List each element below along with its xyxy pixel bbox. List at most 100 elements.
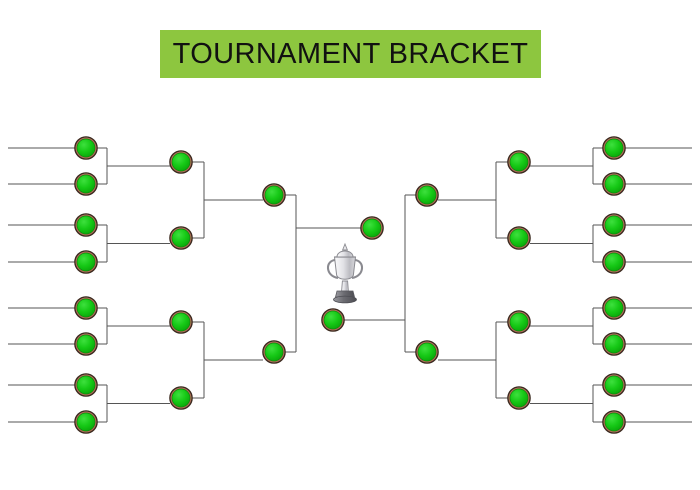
title-banner: TOURNAMENT BRACKET <box>160 30 541 78</box>
node-inner-ring <box>75 251 97 273</box>
node-inner-ring <box>603 333 625 355</box>
node-fill <box>509 312 529 332</box>
node-fill <box>604 334 624 354</box>
node-outer-ring <box>507 226 531 250</box>
bracket-node-R1-8[interactable] <box>602 410 626 434</box>
node-inner-ring <box>603 411 625 433</box>
node-outer-ring <box>602 213 626 237</box>
node-fill <box>76 174 96 194</box>
bracket-node-L1-3[interactable] <box>74 213 98 237</box>
node-outer-ring <box>415 183 439 207</box>
bracket-node-R1-3[interactable] <box>602 213 626 237</box>
node-fill <box>604 174 624 194</box>
bracket-node-L1-1[interactable] <box>74 136 98 160</box>
bracket-node-R3-2[interactable] <box>415 340 439 364</box>
node-inner-ring <box>508 151 530 173</box>
node-fill <box>171 312 191 332</box>
node-fill <box>171 388 191 408</box>
bracket-node-RF-1[interactable] <box>321 308 345 332</box>
node-inner-ring <box>508 311 530 333</box>
bracket-node-R1-7[interactable] <box>602 373 626 397</box>
node-fill <box>76 298 96 318</box>
node-fill <box>417 342 437 362</box>
bracket-node-L1-8[interactable] <box>74 410 98 434</box>
node-outer-ring <box>602 172 626 196</box>
node-inner-ring <box>170 151 192 173</box>
bracket-node-R1-4[interactable] <box>602 250 626 274</box>
node-outer-ring <box>262 340 286 364</box>
node-fill <box>76 375 96 395</box>
node-outer-ring <box>602 410 626 434</box>
bracket-node-L1-5[interactable] <box>74 296 98 320</box>
node-fill <box>76 412 96 432</box>
trophy-handle-right <box>351 258 364 280</box>
node-fill <box>509 228 529 248</box>
bracket-node-L3-1[interactable] <box>262 183 286 207</box>
node-inner-ring <box>361 217 383 239</box>
node-outer-ring <box>507 310 531 334</box>
bracket-node-L2-1[interactable] <box>169 150 193 174</box>
bracket-node-L2-4[interactable] <box>169 386 193 410</box>
bracket-node-L1-7[interactable] <box>74 373 98 397</box>
page-title: TOURNAMENT BRACKET <box>172 37 529 70</box>
bracket-node-L1-4[interactable] <box>74 250 98 274</box>
trophy-finial <box>341 242 349 251</box>
bracket-node-R2-3[interactable] <box>507 310 531 334</box>
bracket-node-L2-2[interactable] <box>169 226 193 250</box>
node-fill <box>76 215 96 235</box>
node-inner-ring <box>322 309 344 331</box>
node-outer-ring <box>169 386 193 410</box>
node-inner-ring <box>170 387 192 409</box>
bracket-node-R2-4[interactable] <box>507 386 531 410</box>
node-outer-ring <box>74 373 98 397</box>
node-fill <box>171 152 191 172</box>
bracket-node-R1-5[interactable] <box>602 296 626 320</box>
node-outer-ring <box>262 183 286 207</box>
bracket-node-L2-3[interactable] <box>169 310 193 334</box>
trophy-cup <box>333 256 357 280</box>
trophy-base-lower <box>333 295 357 304</box>
node-fill <box>604 138 624 158</box>
bracket-node-L1-2[interactable] <box>74 172 98 196</box>
node-fill <box>604 252 624 272</box>
node-inner-ring <box>75 411 97 433</box>
node-outer-ring <box>321 308 345 332</box>
node-outer-ring <box>602 332 626 356</box>
node-inner-ring <box>75 214 97 236</box>
node-fill <box>604 375 624 395</box>
bracket-connector-lines <box>8 147 692 423</box>
node-fill <box>509 152 529 172</box>
bracket-node-R1-2[interactable] <box>602 172 626 196</box>
bracket-node-R2-1[interactable] <box>507 150 531 174</box>
node-outer-ring <box>74 136 98 160</box>
node-outer-ring <box>602 250 626 274</box>
node-fill <box>76 334 96 354</box>
bracket-node-R1-1[interactable] <box>602 136 626 160</box>
node-inner-ring <box>603 214 625 236</box>
node-inner-ring <box>75 333 97 355</box>
node-fill <box>264 342 284 362</box>
trophy-lid <box>336 250 354 258</box>
trophy-base-upper <box>334 290 356 298</box>
node-inner-ring <box>75 297 97 319</box>
trophy-handle-left <box>326 258 339 280</box>
node-fill <box>509 388 529 408</box>
node-inner-ring <box>603 173 625 195</box>
bracket-node-R1-6[interactable] <box>602 332 626 356</box>
bracket-node-LF-1[interactable] <box>360 216 384 240</box>
node-inner-ring <box>263 341 285 363</box>
node-fill <box>604 298 624 318</box>
bracket-node-L3-2[interactable] <box>262 340 286 364</box>
bracket-node-R2-2[interactable] <box>507 226 531 250</box>
node-fill <box>264 185 284 205</box>
node-inner-ring <box>508 387 530 409</box>
trophy-stem <box>341 280 349 292</box>
node-outer-ring <box>169 310 193 334</box>
champion-trophy-icon <box>326 242 364 304</box>
node-outer-ring <box>169 226 193 250</box>
bracket-node-L1-6[interactable] <box>74 332 98 356</box>
bracket-node-R3-1[interactable] <box>415 183 439 207</box>
bracket-node-group <box>74 136 626 434</box>
